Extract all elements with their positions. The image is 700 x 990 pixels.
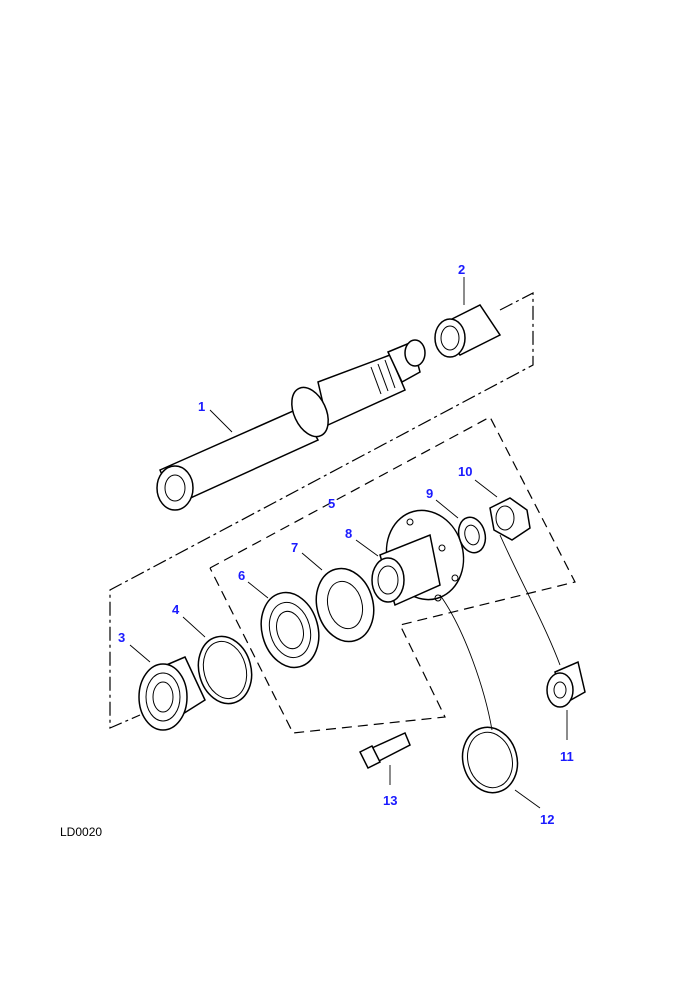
diagram-reference: LD0020 xyxy=(60,825,102,839)
part-nut xyxy=(489,497,531,541)
callout-11: 11 xyxy=(560,749,574,764)
callout-6: 6 xyxy=(238,568,245,583)
part-dust-shield xyxy=(315,567,375,643)
part-washer xyxy=(457,516,487,554)
callout-13: 13 xyxy=(383,793,397,808)
part-bolt xyxy=(358,731,411,770)
part-sleeve xyxy=(434,304,502,358)
leader-lines xyxy=(129,277,568,809)
part-shaft xyxy=(156,339,426,511)
callout-5: 5 xyxy=(328,496,335,511)
callout-8: 8 xyxy=(345,526,352,541)
callout-labels: 1 2 3 4 5 6 7 8 9 10 11 12 13 xyxy=(118,262,574,827)
callout-4: 4 xyxy=(172,602,180,617)
part-spacer-ring xyxy=(546,660,586,708)
part-oil-seal xyxy=(260,591,320,669)
shaft-group-outline xyxy=(109,292,534,729)
callout-12: 12 xyxy=(540,812,554,827)
callout-3: 3 xyxy=(118,630,125,645)
part-circlip-small xyxy=(197,635,253,705)
guide-line-nut-to-ring xyxy=(499,534,561,666)
part-circlip-large xyxy=(461,726,519,794)
part-bearing xyxy=(138,656,206,731)
callout-2: 2 xyxy=(458,262,465,277)
guide-line-hub-to-circlip xyxy=(439,594,493,731)
part-flange-hub xyxy=(371,509,465,607)
callout-7: 7 xyxy=(291,540,298,555)
callout-10: 10 xyxy=(458,464,472,479)
callout-1: 1 xyxy=(198,399,205,414)
callout-9: 9 xyxy=(426,486,433,501)
